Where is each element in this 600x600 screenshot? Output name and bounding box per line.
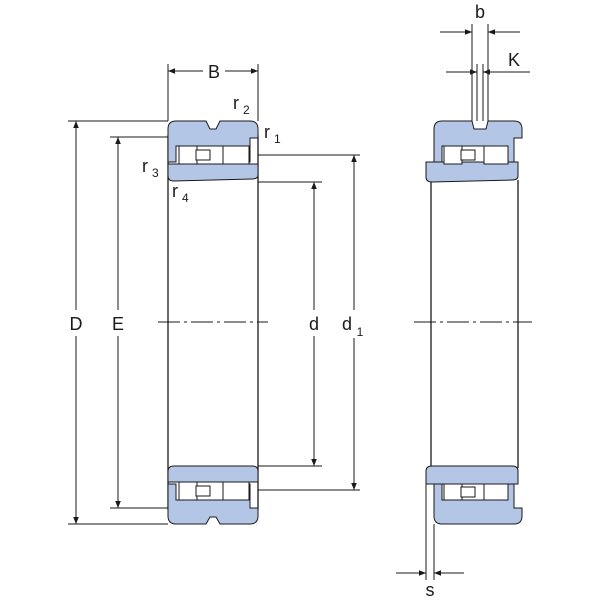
E-label: E <box>112 314 124 334</box>
r4-subscript: 4 <box>182 191 189 205</box>
B-label: B <box>208 62 220 82</box>
bottom-roller-left <box>178 481 198 501</box>
right-bottom-cage <box>460 486 476 498</box>
top-roller-right <box>222 145 250 165</box>
right-bottom-inner-ring <box>425 465 519 485</box>
E-label-bg <box>106 310 130 336</box>
bottom-outer-ring <box>167 483 259 525</box>
left-section-view <box>158 120 268 525</box>
d1-label-bg <box>340 310 370 338</box>
top-outer-ring <box>167 120 259 163</box>
right-bottom-outer-ring <box>433 483 523 525</box>
top-roller-left <box>178 145 198 165</box>
d1-label: d <box>342 314 352 334</box>
B-label-bg <box>203 60 225 82</box>
bottom-roller-right <box>222 481 250 501</box>
r3-subscript: 3 <box>152 166 159 180</box>
r1-label: r <box>264 122 270 142</box>
r1-subscript: 1 <box>274 132 281 146</box>
right-bottom-roller-left <box>443 483 463 501</box>
right-section-view <box>414 120 532 525</box>
d-label: d <box>309 314 319 334</box>
b-label: b <box>475 2 485 22</box>
right-top-cage <box>460 149 476 161</box>
bottom-cage-bridge <box>195 485 211 497</box>
d-label-bg <box>302 310 326 336</box>
right-top-roller-right <box>483 145 509 165</box>
bottom-inner-ring <box>167 465 259 483</box>
right-top-outer-ring <box>433 120 523 163</box>
d1-subscript: 1 <box>357 325 364 339</box>
K-label: K <box>508 50 520 70</box>
D-label-bg <box>64 310 88 336</box>
top-inner-ring <box>167 163 259 182</box>
right-bottom-roller-right <box>483 483 509 501</box>
D-label: D <box>70 314 83 334</box>
r2-subscript: 2 <box>243 103 250 117</box>
s-label: s <box>426 580 435 600</box>
right-top-inner-ring <box>425 161 519 183</box>
r2-label: r <box>233 93 239 113</box>
r4-label: r <box>172 181 178 201</box>
r3-label: r <box>142 156 148 176</box>
right-top-roller-left <box>443 145 463 165</box>
top-cage-bridge <box>195 149 211 161</box>
